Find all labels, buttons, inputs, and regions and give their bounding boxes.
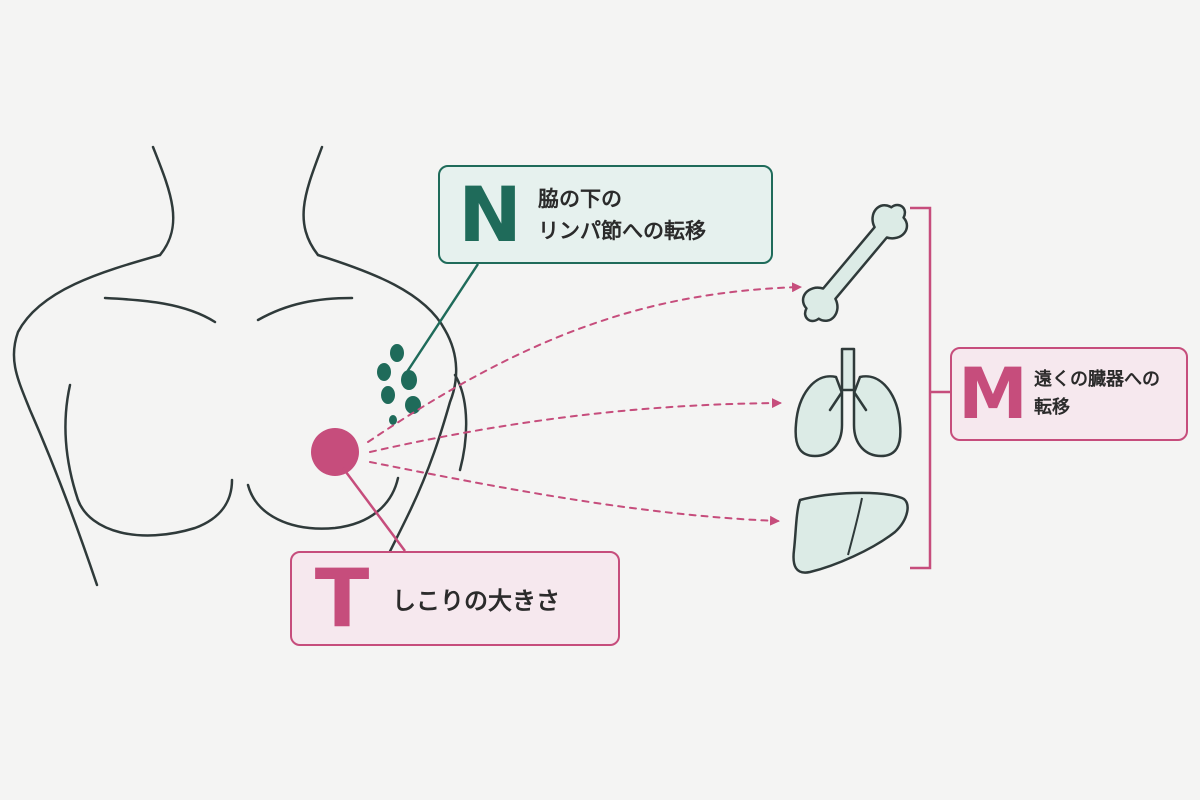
t-connector-line [341, 467, 407, 552]
right-shoulder-line [316, 253, 458, 587]
lymph-node [389, 415, 397, 425]
torso-outline [12, 145, 468, 587]
m-bracket [910, 206, 950, 570]
m-letter: M [958, 353, 1028, 435]
m-label-box: M 遠くの臓器への 転移 [950, 347, 1188, 441]
n-connector-line [401, 263, 480, 379]
n-label-box: N 脇の下の リンパ節への転移 [438, 165, 773, 264]
lymph-node [405, 396, 421, 414]
lungs-icon [794, 347, 902, 458]
trachea [840, 347, 856, 392]
arrow-to-lungs [369, 398, 782, 453]
t-label-text: しこりの大きさ [392, 587, 560, 615]
right-armpit-line [453, 373, 468, 472]
bone-icon [801, 203, 909, 323]
left-breast-line [76, 478, 234, 537]
neck-right-line [302, 145, 324, 257]
t-label-box: T しこりの大きさ [290, 551, 620, 646]
left-lung [794, 375, 844, 458]
right-lung [852, 375, 902, 458]
left-clavicle [103, 296, 217, 324]
arrow-to-liver [369, 461, 780, 526]
n-label-text: 脇の下の リンパ節への転移 [538, 186, 706, 243]
neck-left-line [151, 145, 175, 257]
arrow-to-bone [367, 282, 802, 443]
metastasis-arrows [367, 282, 802, 526]
liver-lobe-line [847, 497, 863, 556]
right-breast-line [246, 476, 400, 530]
liver-icon [792, 491, 909, 574]
lymph-node [390, 344, 404, 362]
lymph-node [381, 386, 395, 404]
bronchi [828, 390, 868, 412]
m-label-text: 遠くの臓器への 転移 [1034, 369, 1160, 418]
lymph-node [377, 363, 391, 381]
right-clavicle [256, 296, 354, 322]
lymph-node-cluster [377, 344, 421, 425]
t-letter: T [314, 551, 370, 645]
tumor-circle [311, 428, 359, 476]
left-shoulder-line [12, 253, 162, 587]
lymph-node [401, 370, 417, 390]
n-letter: N [458, 169, 522, 259]
left-armpit-line [64, 383, 80, 502]
